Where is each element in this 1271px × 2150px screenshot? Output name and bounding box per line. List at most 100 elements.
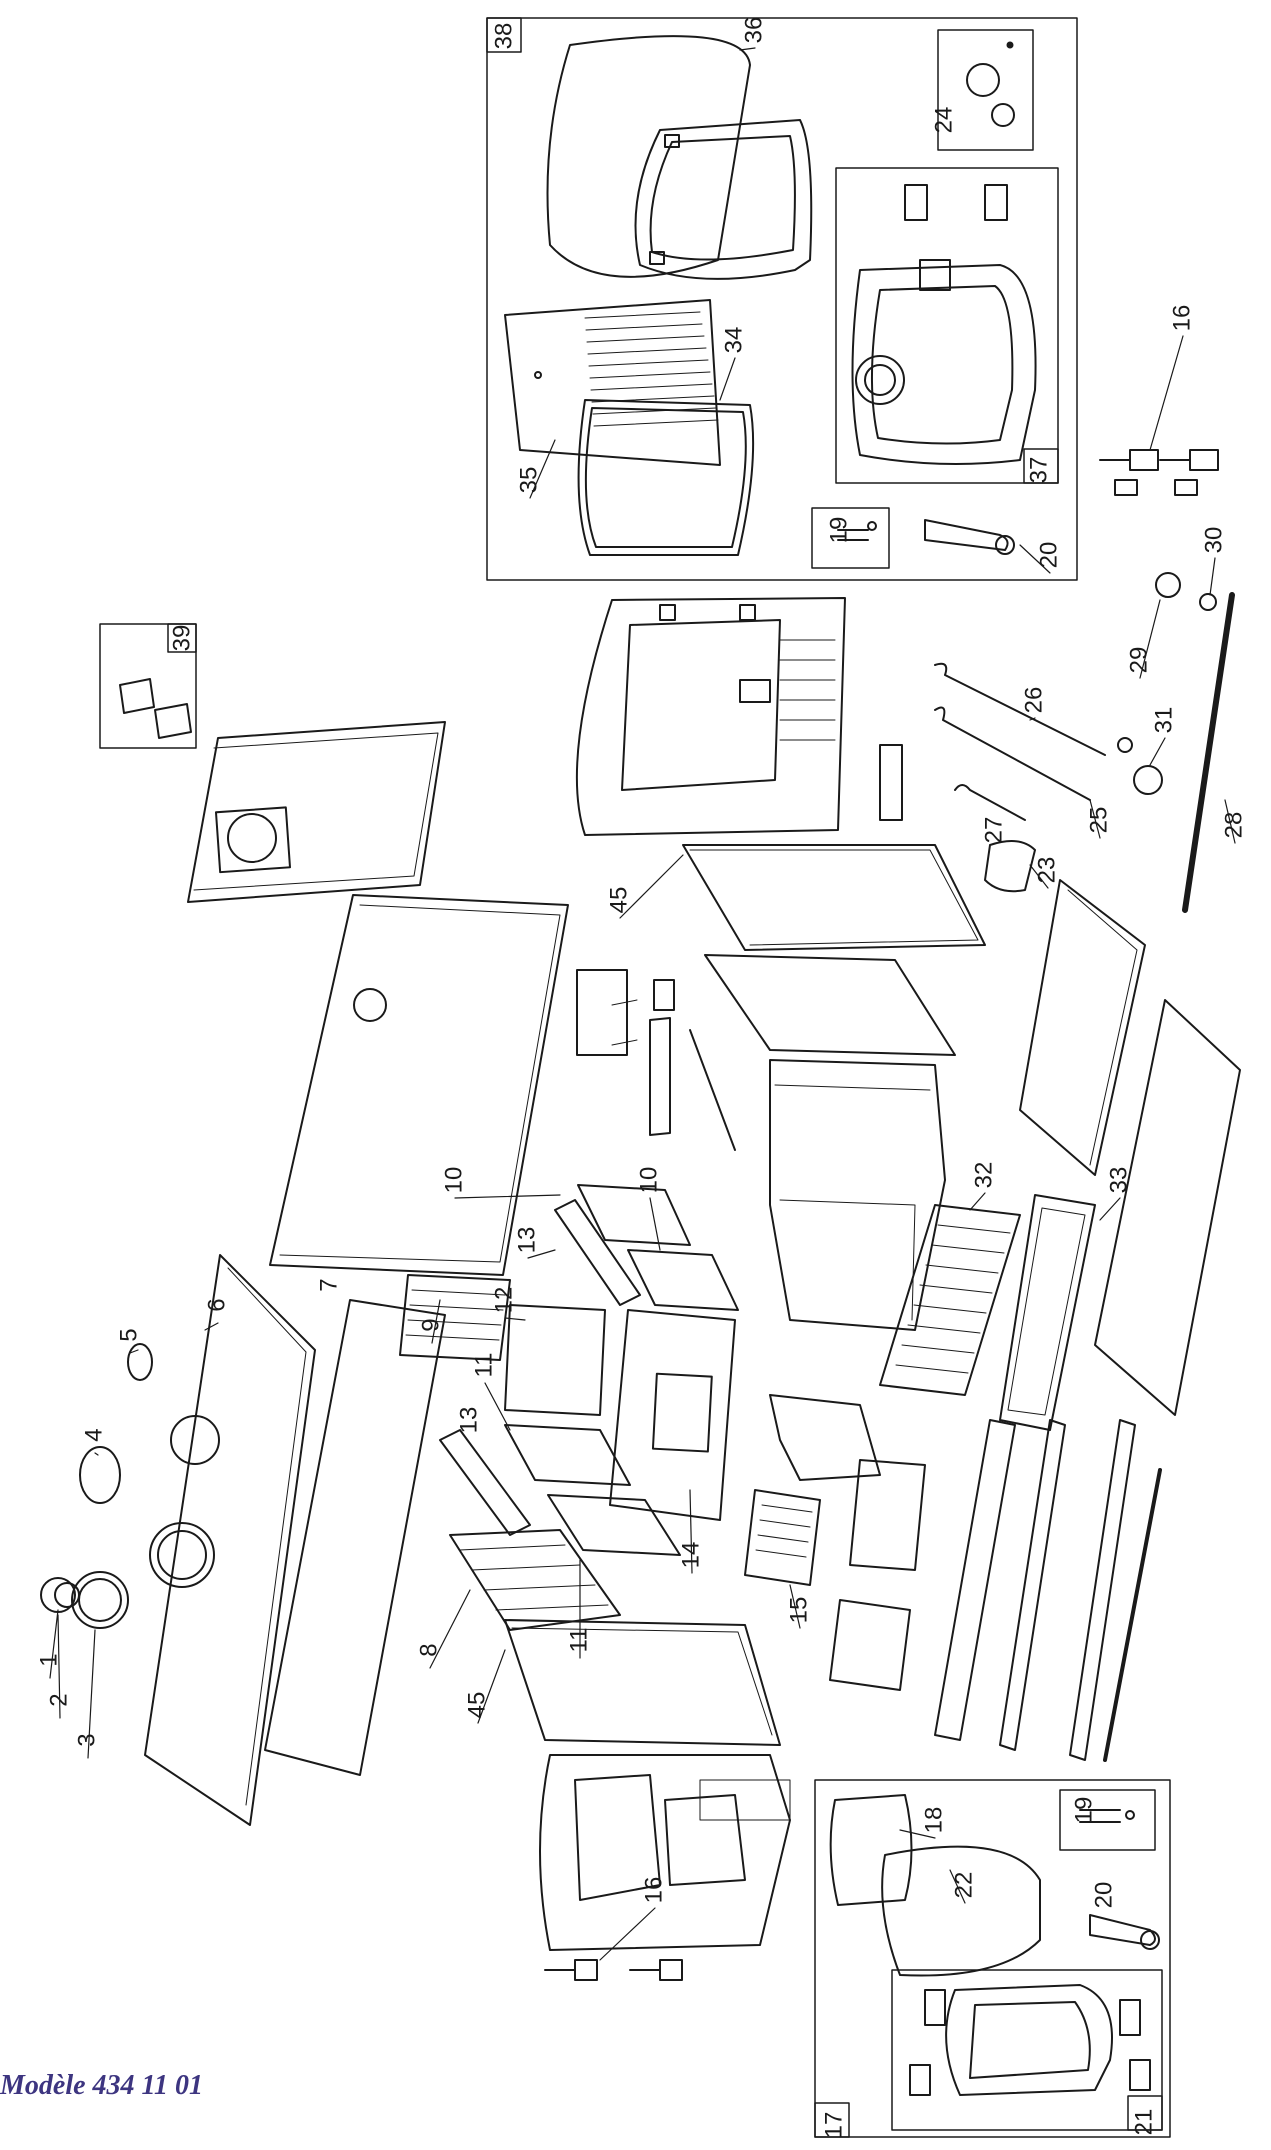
callout-5: 5 xyxy=(115,1328,142,1341)
part-33-ash-pan xyxy=(999,1194,1096,1431)
leader-line-12 xyxy=(504,1317,526,1321)
part-25-rod xyxy=(934,706,1091,801)
callout-22: 22 xyxy=(950,1872,977,1899)
leader-line-10 xyxy=(649,1197,661,1251)
leader-line-34 xyxy=(719,357,736,401)
right-side-door xyxy=(575,597,846,836)
leader-line-45 xyxy=(619,854,684,919)
callout-32: 32 xyxy=(970,1162,997,1189)
callout-10: 10 xyxy=(440,1167,467,1194)
part-4-collar xyxy=(79,1446,121,1504)
part-30 xyxy=(1199,593,1217,611)
rail-bottom-2 xyxy=(999,1419,1066,1751)
callout-6: 6 xyxy=(203,1298,230,1311)
part-9-vermiculite xyxy=(399,1274,511,1361)
part-8-vermiculite xyxy=(449,1529,621,1631)
part-37-door-panel xyxy=(851,264,1037,465)
leader-line-16 xyxy=(1149,335,1184,451)
part-24-knob xyxy=(966,63,1000,97)
rail-bottom-3 xyxy=(1069,1419,1136,1761)
leader-line-31 xyxy=(1149,737,1166,766)
firebox xyxy=(769,1059,946,1331)
leader-line-20 xyxy=(1019,544,1051,574)
callout-20: 20 xyxy=(1090,1882,1117,1909)
leader-line-9 xyxy=(431,1299,441,1344)
callout-26: 26 xyxy=(1020,687,1047,714)
callout-27: 27 xyxy=(980,817,1007,844)
part-28-rod xyxy=(1182,592,1235,913)
callout-11: 11 xyxy=(565,1628,592,1653)
callout-11: 11 xyxy=(470,1353,497,1378)
callout-38: 38 xyxy=(490,23,517,50)
callout-30: 30 xyxy=(1200,527,1227,554)
callout-29: 29 xyxy=(1125,647,1152,674)
part-20-handle-lower xyxy=(1089,1914,1156,1946)
part-45-panel-right xyxy=(682,844,986,951)
callout-4: 4 xyxy=(80,1428,107,1441)
callout-1: 1 xyxy=(35,1653,62,1666)
leader-line-6 xyxy=(204,1322,219,1331)
leader-line-8 xyxy=(429,1589,471,1669)
part-12-brick xyxy=(504,1304,606,1416)
callout-2: 2 xyxy=(45,1693,72,1706)
callout-35: 35 xyxy=(515,467,542,494)
part-13-bar-top xyxy=(554,1199,641,1306)
callout-31: 31 xyxy=(1150,707,1177,734)
callout-34: 34 xyxy=(720,327,747,354)
part-31 xyxy=(1133,765,1163,795)
door-frame xyxy=(634,119,813,280)
part-6-top-plate xyxy=(144,1254,316,1826)
part-16-hinge-top xyxy=(1129,449,1159,471)
leader-line-26 xyxy=(1029,717,1036,721)
callout-28: 28 xyxy=(1220,812,1247,839)
leader-line-32 xyxy=(969,1192,986,1211)
callout-10: 10 xyxy=(635,1167,662,1194)
leader-line-3 xyxy=(87,1629,96,1759)
rail-lower xyxy=(1094,999,1241,1416)
part-29 xyxy=(1155,572,1181,598)
part-22-glass xyxy=(881,1845,1041,1977)
callout-24: 24 xyxy=(930,107,957,134)
part-32-grate xyxy=(879,1204,1021,1396)
part-15-grill xyxy=(744,1489,821,1586)
leader-line-5 xyxy=(129,1349,139,1354)
left-side-door xyxy=(539,1754,791,1951)
part-13-bar-bottom xyxy=(439,1429,531,1536)
callout-20: 20 xyxy=(1035,542,1062,569)
callout-23: 23 xyxy=(1033,857,1060,884)
part-26-rod xyxy=(934,662,1106,756)
callout-12: 12 xyxy=(490,1287,517,1314)
leader-line-15 xyxy=(789,1584,801,1629)
rail-bottom-1 xyxy=(934,1419,1016,1741)
callout-3: 3 xyxy=(73,1733,100,1746)
callout-9: 9 xyxy=(417,1318,444,1331)
leader-line-11 xyxy=(484,1382,511,1431)
leader-line-13 xyxy=(527,1249,556,1259)
leader-line-33 xyxy=(1099,1197,1121,1221)
hood-piece xyxy=(769,1394,881,1481)
part-5-disc xyxy=(127,1343,153,1381)
leader-line-29 xyxy=(1139,599,1161,679)
callout-8: 8 xyxy=(415,1643,442,1656)
leader-line-23 xyxy=(1029,864,1049,889)
part-2-ring xyxy=(40,1577,76,1613)
leader-line-30 xyxy=(1209,557,1216,596)
part-14-baffle xyxy=(609,1309,736,1521)
side-panel xyxy=(269,894,569,1276)
part-23-glove xyxy=(984,840,1036,893)
model-label: Modèle 434 11 01 xyxy=(0,2070,203,2101)
callout-37: 37 xyxy=(1025,457,1052,484)
part-11-brick-a xyxy=(504,1424,631,1486)
callout-16: 16 xyxy=(640,1877,667,1904)
callout-7: 7 xyxy=(315,1278,342,1291)
callout-13: 13 xyxy=(513,1227,540,1254)
part-10-brick-b xyxy=(627,1249,739,1311)
part-36-door-glass xyxy=(546,35,751,278)
callout-16: 16 xyxy=(1168,305,1195,332)
leader-line-10 xyxy=(454,1194,561,1199)
callout-19: 19 xyxy=(1070,1797,1097,1824)
leader-line-16 xyxy=(599,1907,656,1961)
box-38-door-kit xyxy=(486,17,1219,581)
part-21-door-frame xyxy=(945,1984,1113,2096)
